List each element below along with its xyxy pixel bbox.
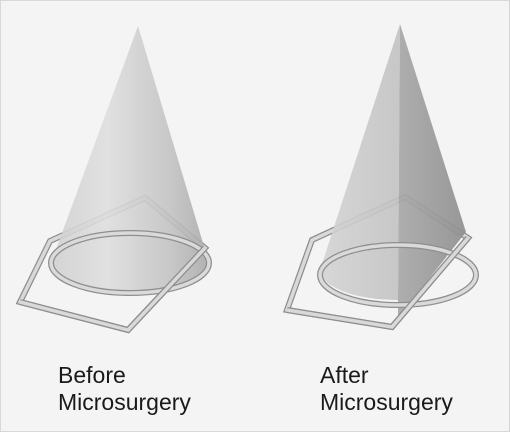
after-caption-line1: After xyxy=(320,362,453,389)
before-cone-body xyxy=(51,26,209,293)
after-caption: After Microsurgery xyxy=(320,362,453,416)
before-caption-line1: Before xyxy=(58,362,191,389)
before-cone-group xyxy=(20,26,209,330)
before-caption: Before Microsurgery xyxy=(58,362,191,416)
after-caption-line2: Microsurgery xyxy=(320,389,453,416)
before-caption-line2: Microsurgery xyxy=(58,389,191,416)
after-cone-group xyxy=(287,24,476,327)
after-cone-right-face xyxy=(398,24,466,318)
